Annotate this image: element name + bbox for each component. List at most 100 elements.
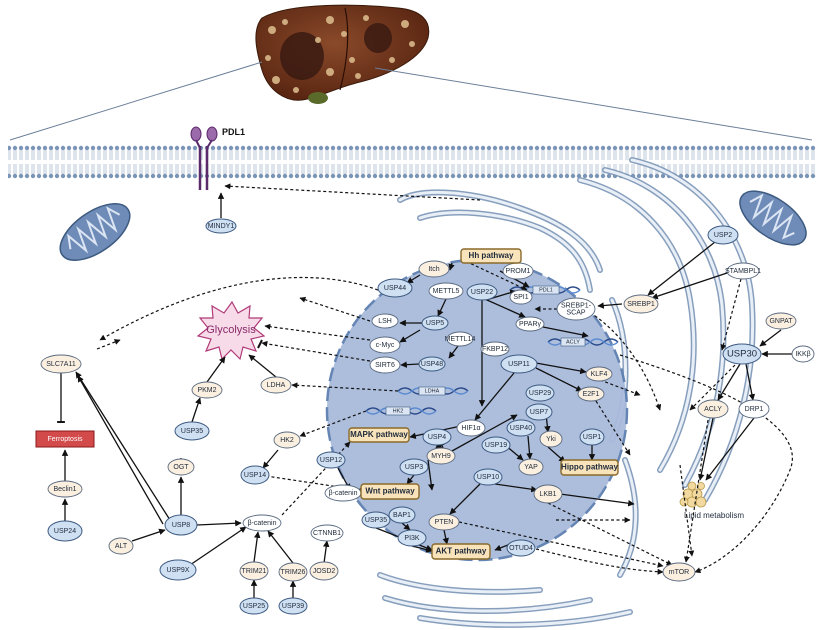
connector-52 bbox=[189, 526, 247, 566]
node-klf4-label: KLF4 bbox=[591, 371, 608, 378]
node-drp1-label: DRP1 bbox=[745, 406, 764, 413]
node-acly-out-shape bbox=[697, 399, 729, 419]
node-hk2-label: HK2 bbox=[280, 437, 294, 444]
node-yki: Yki bbox=[539, 430, 563, 448]
node-gnpat-shape bbox=[765, 312, 797, 330]
lipid-metabolism-label: Lipid metabolism bbox=[684, 511, 744, 520]
node-srebp-scap-shape bbox=[556, 297, 596, 321]
connector-7 bbox=[759, 329, 782, 347]
node-josd2: JOSD2 bbox=[309, 561, 339, 581]
node-mtor-shape bbox=[662, 562, 696, 582]
ferroptosis-box bbox=[35, 430, 95, 448]
pathway-mapk-label: MAPK pathway bbox=[350, 430, 408, 439]
connector-29 bbox=[96, 339, 121, 350]
node-gnpat: GNPAT bbox=[765, 312, 797, 330]
node-hif1a-shape bbox=[456, 419, 486, 437]
node-sirt6: SIRT6 bbox=[369, 356, 401, 374]
node-bcat-out-shape bbox=[242, 514, 282, 532]
node-usp19: USP19 bbox=[481, 436, 511, 454]
node-itch-label: Itch bbox=[428, 266, 439, 273]
pathway-akt-label: AKT pathway bbox=[436, 547, 487, 556]
node-mettl14-shape bbox=[446, 331, 474, 347]
node-e2f1-label: E2F1 bbox=[583, 391, 600, 398]
connector-80 bbox=[547, 502, 673, 566]
node-ppar: PPARγ bbox=[515, 316, 545, 332]
node-usp25-shape bbox=[239, 597, 269, 615]
connector-50 bbox=[131, 528, 166, 542]
node-beclin1-shape bbox=[47, 480, 83, 498]
node-usp11-shape bbox=[500, 354, 538, 374]
node-lsh-label: LSH bbox=[378, 318, 392, 325]
node-beclin1: Beclin1 bbox=[47, 480, 83, 498]
connector-28 bbox=[299, 296, 371, 322]
node-usp29: USP29 bbox=[525, 384, 555, 402]
node-usp29-label: USP29 bbox=[529, 390, 551, 397]
node-usp30: USP30 bbox=[722, 343, 762, 365]
connector-27 bbox=[400, 361, 420, 368]
node-bcat-out: β-catenin bbox=[242, 514, 282, 532]
node-trim21-shape bbox=[239, 561, 269, 581]
connector-21 bbox=[486, 299, 526, 318]
node-alt-shape bbox=[108, 537, 134, 555]
pathway-akt-box bbox=[431, 543, 491, 560]
cell-membrane bbox=[8, 143, 816, 179]
connector-31 bbox=[261, 340, 371, 362]
node-usp35-a: USP35 bbox=[174, 421, 210, 441]
pdl1-label: PDL1 bbox=[222, 127, 245, 137]
curve-connector-0 bbox=[99, 276, 379, 341]
svg-text:Glycolysis: Glycolysis bbox=[206, 324, 256, 336]
node-trim26-shape bbox=[278, 562, 308, 582]
connector-38 bbox=[299, 410, 367, 437]
connector-34 bbox=[535, 367, 583, 392]
pathway-hippo-label: Hippo pathway bbox=[561, 463, 618, 472]
node-stambpl1-shape bbox=[726, 262, 760, 280]
node-usp12-shape bbox=[316, 451, 346, 469]
node-e2f1-shape bbox=[577, 386, 605, 402]
connector-30 bbox=[264, 323, 371, 341]
node-spi1: SPI1 bbox=[509, 289, 533, 305]
node-usp1-shape bbox=[579, 428, 605, 446]
connector-79 bbox=[427, 459, 435, 491]
node-mindy1: MINDY1 bbox=[205, 218, 237, 234]
node-mettl5-label: METTL5 bbox=[433, 288, 460, 295]
svg-text:PDL1: PDL1 bbox=[539, 287, 553, 293]
node-usp40-label: USP40 bbox=[510, 425, 532, 432]
node-usp25: USP25 bbox=[239, 597, 269, 615]
node-usp35-b-label: USP35 bbox=[365, 517, 387, 524]
node-trim21-label: TRIM21 bbox=[242, 568, 267, 575]
node-usp12: USP12 bbox=[316, 451, 346, 469]
connector-61 bbox=[406, 474, 415, 485]
connector-40 bbox=[248, 354, 277, 378]
node-cmyc: c-Myc bbox=[369, 336, 401, 354]
node-usp2-shape bbox=[707, 225, 739, 245]
connector-39 bbox=[206, 356, 226, 383]
node-stambpl1-label: STAMBPL1 bbox=[725, 268, 761, 275]
pathway-mapk-box bbox=[348, 427, 410, 443]
connector-54 bbox=[267, 530, 294, 564]
node-usp11: USP11 bbox=[500, 354, 538, 374]
node-usp29-shape bbox=[525, 384, 555, 402]
connector-17 bbox=[460, 258, 528, 291]
node-trim26-label: TRIM26 bbox=[281, 569, 306, 576]
node-ctnnb1-shape bbox=[310, 524, 344, 542]
node-yki-shape bbox=[539, 430, 563, 448]
node-alt-label: ALT bbox=[115, 543, 128, 550]
node-yap: YAP bbox=[518, 458, 544, 476]
node-klf4-shape bbox=[585, 366, 613, 382]
node-e2f1: E2F1 bbox=[577, 386, 605, 402]
node-trim21: TRIM21 bbox=[239, 561, 269, 581]
pdl1-receptor bbox=[190, 126, 218, 190]
node-hk2-shape bbox=[273, 431, 301, 449]
node-klf4: KLF4 bbox=[585, 366, 613, 382]
node-usp4-shape bbox=[422, 428, 452, 446]
node-fkbp12-label: FKBP12 bbox=[482, 346, 508, 353]
node-usp7-shape bbox=[525, 403, 553, 421]
node-mettl14-label: METTL14 bbox=[445, 336, 476, 343]
node-ikkb-shape bbox=[791, 345, 815, 363]
node-otud4: OTUD4 bbox=[506, 539, 536, 557]
node-usp10-label: USP10 bbox=[477, 474, 499, 481]
node-mettl14: METTL14 bbox=[445, 331, 476, 347]
node-ppar-label: PPARγ bbox=[519, 321, 542, 328]
node-lkb1-label: LKB1 bbox=[539, 491, 556, 498]
